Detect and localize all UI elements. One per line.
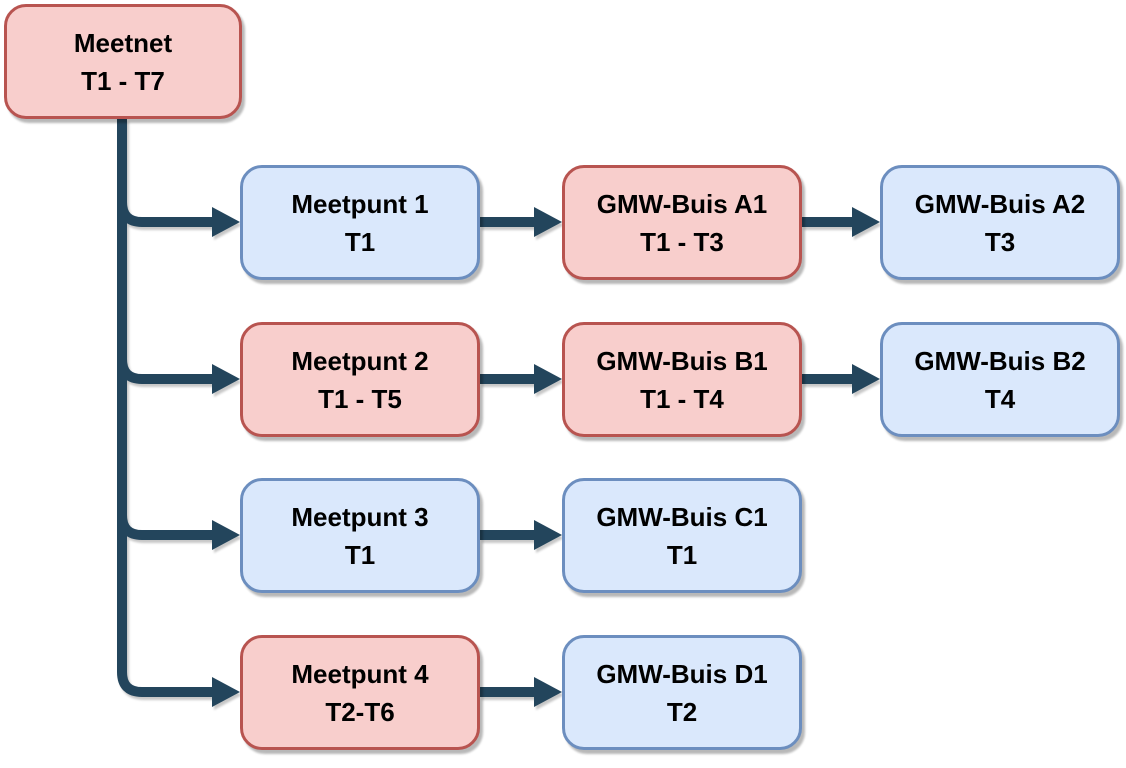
node-meetpunt4: Meetpunt 4 T2-T6	[240, 635, 480, 750]
arrowhead-meetpunt4-gmw-d1	[534, 677, 562, 707]
node-gmw-buis-c1: GMW-Buis C1 T1	[562, 478, 802, 593]
node-subtitle: T2-T6	[325, 696, 395, 727]
node-gmw-buis-d1: GMW-Buis D1 T2	[562, 635, 802, 750]
node-subtitle: T1 - T4	[640, 383, 724, 414]
arrowhead-gmw-b1-gmw-b2	[852, 364, 880, 394]
node-meetpunt3: Meetpunt 3 T1	[240, 478, 480, 593]
connector-meetnet-meetpunt2	[117, 119, 214, 384]
node-title: Meetpunt 2	[291, 345, 429, 376]
node-title: GMW-Buis A2	[914, 188, 1086, 219]
node-subtitle: T1	[344, 226, 376, 257]
node-gmw-buis-b1: GMW-Buis B1 T1 - T4	[562, 322, 802, 437]
node-subtitle: T1	[344, 539, 376, 570]
node-subtitle: T1 - T7	[81, 65, 165, 96]
connector-meetnet-meetpunt4	[117, 119, 214, 697]
node-gmw-buis-a1: GMW-Buis A1 T1 - T3	[562, 165, 802, 280]
node-gmw-buis-b2: GMW-Buis B2 T4	[880, 322, 1120, 437]
arrowhead-meetpunt2-gmw-b1	[534, 364, 562, 394]
node-subtitle: T1	[666, 539, 698, 570]
node-meetpunt2: Meetpunt 2 T1 - T5	[240, 322, 480, 437]
node-subtitle: T1 - T5	[318, 383, 402, 414]
node-title: Meetnet	[73, 27, 173, 58]
node-gmw-buis-a2: GMW-Buis A2 T3	[880, 165, 1120, 280]
arrowhead-meetnet-meetpunt3	[212, 520, 240, 550]
arrowhead-meetnet-meetpunt2	[212, 364, 240, 394]
node-subtitle: T3	[984, 226, 1016, 257]
node-title: GMW-Buis D1	[596, 658, 768, 689]
node-meetpunt1: Meetpunt 1 T1	[240, 165, 480, 280]
arrowhead-meetpunt3-gmw-c1	[534, 520, 562, 550]
arrowhead-meetpunt1-gmw-a1	[534, 207, 562, 237]
node-title: Meetpunt 3	[291, 501, 429, 532]
node-title: GMW-Buis B2	[914, 345, 1086, 376]
node-subtitle: T4	[984, 383, 1016, 414]
connector-meetnet-meetpunt3	[117, 119, 214, 540]
node-title: GMW-Buis A1	[596, 188, 768, 219]
node-title: Meetpunt 4	[291, 658, 429, 689]
node-meetnet: Meetnet T1 - T7	[4, 4, 242, 119]
arrowhead-meetnet-meetpunt1	[212, 207, 240, 237]
arrowhead-gmw-a1-gmw-a2	[852, 207, 880, 237]
node-title: GMW-Buis C1	[596, 501, 768, 532]
node-title: Meetpunt 1	[291, 188, 429, 219]
connector-meetnet-meetpunt1	[117, 119, 214, 227]
node-subtitle: T2	[666, 696, 698, 727]
node-title: GMW-Buis B1	[596, 345, 768, 376]
arrowhead-meetnet-meetpunt4	[212, 677, 240, 707]
node-subtitle: T1 - T3	[640, 226, 724, 257]
